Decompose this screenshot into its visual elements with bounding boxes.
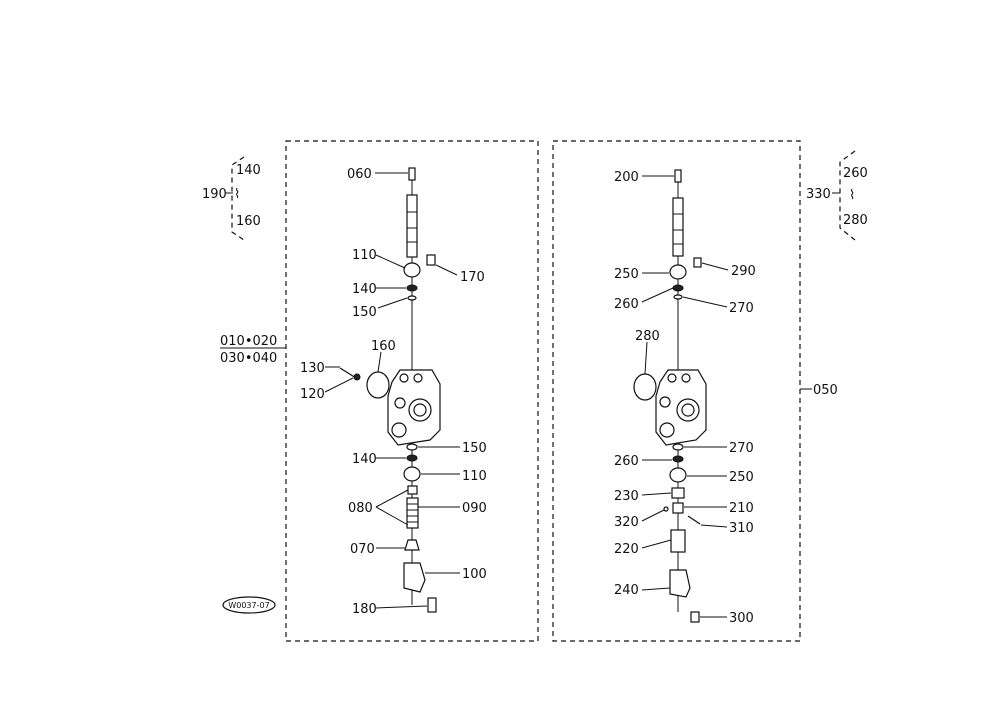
sleeve-220: [670, 529, 686, 553]
ring-270-lower: [672, 443, 684, 451]
callout: 230: [614, 489, 639, 504]
ball-320: [663, 506, 669, 512]
ring-150: [407, 295, 417, 301]
cap-110-lower: [403, 466, 421, 482]
right-callouts: 200 250 290 260 270 280 270 260 250 230 …: [614, 170, 756, 626]
callout: 170: [460, 270, 485, 285]
right-group-box: [552, 140, 801, 642]
callout: 130: [300, 361, 325, 376]
callout: 270: [729, 441, 754, 456]
bolt-300: [690, 611, 700, 623]
ring-260: [672, 284, 684, 292]
callout: 320: [614, 515, 639, 530]
plug-070: [404, 539, 420, 551]
bracket-range-mark: ⌇: [234, 187, 240, 202]
svg-text:010•020: 010•020: [220, 334, 277, 349]
callout: 200: [614, 170, 639, 185]
callout: 270: [729, 301, 754, 316]
cover-100: [403, 562, 426, 593]
callout: 240: [614, 583, 639, 598]
cover-240: [669, 569, 691, 598]
assembly-left-label: 010•020 030•040: [220, 334, 286, 366]
screw-130: [339, 367, 357, 379]
callout: 070: [350, 542, 375, 557]
ring-260-lower: [672, 455, 684, 463]
callout: 280: [635, 329, 660, 344]
spool-tip: [674, 169, 682, 183]
spool-rod: [406, 194, 418, 258]
left-leaders: [324, 172, 460, 609]
svg-text:050: 050: [813, 383, 838, 398]
spool-tip: [408, 167, 416, 181]
callout: 140: [352, 452, 377, 467]
callout: 250: [729, 470, 754, 485]
callout: 260: [614, 297, 639, 312]
bracket-label-190: 190: [202, 187, 227, 202]
bracket-range-mark: ⌇: [849, 188, 855, 203]
right-parts: [633, 169, 707, 623]
oring-160: [366, 371, 390, 399]
callout: 150: [352, 305, 377, 320]
callout: 290: [731, 264, 756, 279]
oring-280: [633, 373, 657, 401]
callout: 090: [462, 501, 487, 516]
spring-090: [406, 497, 419, 529]
ring-140: [406, 284, 418, 292]
callout: 080: [348, 501, 373, 516]
cap-250: [669, 264, 687, 280]
bolt-170: [426, 254, 436, 266]
callout: 110: [462, 469, 487, 484]
bracket-top-260: 260: [843, 166, 868, 181]
spool-rod: [672, 197, 684, 257]
drawing-stamp: W0037-07: [222, 596, 276, 614]
ring-140-lower: [406, 454, 418, 462]
bolt-180: [427, 597, 437, 613]
bracket-bottom-160: 160: [236, 214, 261, 229]
left-group-box: [285, 140, 539, 642]
stamp-code: W0037-07: [228, 601, 269, 610]
callout: 110: [352, 248, 377, 263]
callout: 210: [729, 501, 754, 516]
callout: 150: [462, 441, 487, 456]
callout: 100: [462, 567, 487, 582]
right-bracket: 330 260 ⌇ 280: [806, 150, 868, 241]
ring-150-lower: [406, 443, 418, 451]
svg-text:030•040: 030•040: [220, 351, 277, 366]
bracket-top-140: 140: [236, 163, 261, 178]
bracket-label-330: 330: [806, 187, 831, 202]
screw-310: [687, 515, 701, 525]
bracket-bottom-280: 280: [843, 213, 868, 228]
callout: 140: [352, 282, 377, 297]
bolt-290: [693, 257, 702, 268]
callout: 220: [614, 542, 639, 557]
seat-210: [672, 502, 684, 514]
cap-250-lower: [669, 467, 687, 483]
seat-080: [407, 485, 418, 495]
ring-270: [673, 294, 683, 300]
cap-110: [403, 262, 421, 278]
piston-230: [671, 487, 685, 499]
callout: 250: [614, 267, 639, 282]
callout: 060: [347, 167, 372, 182]
left-bracket: 190 140 ⌇ 160: [202, 156, 261, 241]
callout: 260: [614, 454, 639, 469]
callout: 300: [729, 611, 754, 626]
right-leaders: [641, 175, 729, 618]
callout: 310: [729, 521, 754, 536]
callout: 120: [300, 387, 325, 402]
callout: 180: [352, 602, 377, 617]
left-parts: [339, 167, 441, 613]
assembly-right-label: 050: [800, 383, 838, 398]
callout: 160: [371, 339, 396, 354]
left-callouts: 060 110 170 140 150 160 130 120 150 140 …: [300, 167, 487, 617]
